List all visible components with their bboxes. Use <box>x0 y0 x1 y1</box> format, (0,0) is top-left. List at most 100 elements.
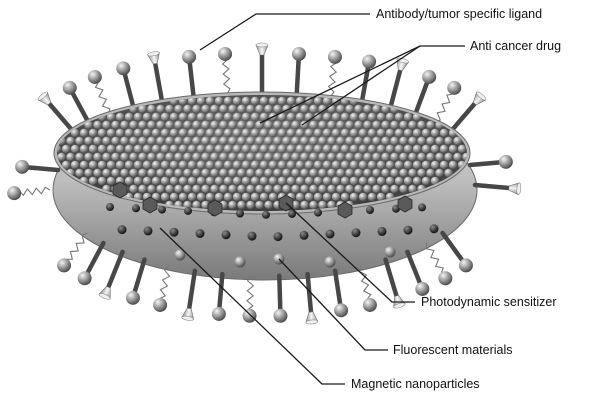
drug-sphere <box>408 137 416 145</box>
drug-sphere <box>237 105 245 113</box>
ligand-ball <box>57 258 71 272</box>
magnetic-nanoparticle <box>300 231 309 240</box>
ligand-stalk <box>362 55 376 101</box>
ligand-label: Antibody/tumor specific ligand <box>376 7 542 21</box>
drug-sphere <box>345 153 353 161</box>
drug-sphere <box>152 113 160 121</box>
drug-sphere <box>359 193 367 201</box>
drug-sphere <box>395 177 403 185</box>
drug-sphere <box>350 145 358 153</box>
drug-sphere <box>192 169 200 177</box>
drug-sphere <box>93 137 101 145</box>
drug-sphere <box>287 113 295 121</box>
magnetic-nanoparticle <box>158 206 166 214</box>
drug-sphere <box>210 137 218 145</box>
drug-sphere <box>129 185 137 193</box>
drug-sphere <box>296 193 304 201</box>
ligand-ball <box>447 81 461 95</box>
drug-sphere <box>255 201 263 209</box>
drug-sphere <box>260 97 268 105</box>
drug-sphere <box>314 177 322 185</box>
magnetic-nanoparticle <box>132 204 140 212</box>
magnetic-nanoparticle <box>378 227 387 236</box>
drug-sphere <box>269 129 277 137</box>
drug-sphere <box>215 177 223 185</box>
photodynamic-sensitizer <box>398 196 412 212</box>
drug-sphere <box>345 105 353 113</box>
drug-sphere <box>282 153 290 161</box>
drug-sphere <box>381 121 389 129</box>
drug-sphere <box>233 113 241 121</box>
drug-sphere <box>300 137 308 145</box>
drug-sphere <box>278 97 286 105</box>
ligand-ball <box>328 50 342 64</box>
drug-sphere <box>170 113 178 121</box>
drug-sphere <box>170 161 178 169</box>
drug-sphere <box>228 121 236 129</box>
drug-sphere <box>201 121 209 129</box>
drug-sphere <box>422 161 430 169</box>
drug-sphere <box>183 105 191 113</box>
drug-sphere <box>435 153 443 161</box>
drug-sphere <box>426 137 434 145</box>
drug-sphere <box>377 145 385 153</box>
drug-sphere <box>260 193 268 201</box>
drug-sphere <box>165 185 173 193</box>
drug-sphere <box>449 145 457 153</box>
drug-sphere <box>300 169 308 177</box>
drug-sphere <box>161 129 169 137</box>
drug-sphere <box>269 97 277 105</box>
drug-sphere <box>300 201 308 209</box>
ligand-ball <box>334 303 348 317</box>
drug-sphere <box>363 121 371 129</box>
drug-sphere <box>120 153 128 161</box>
drug-sphere <box>143 113 151 121</box>
drug-sphere <box>89 177 97 185</box>
drug-sphere <box>422 145 430 153</box>
ligand-stalk <box>212 274 226 321</box>
drug-sphere <box>224 97 232 105</box>
drug-sphere <box>102 153 110 161</box>
drug-sphere <box>197 113 205 121</box>
drug-sphere <box>201 153 209 161</box>
magnetic-nanoparticle <box>262 211 270 219</box>
drug-sphere <box>246 185 254 193</box>
peg-linker <box>243 276 257 323</box>
ligand-stalk <box>450 91 487 133</box>
ligand-ball <box>15 160 29 174</box>
drug-sphere <box>201 185 209 193</box>
drug-sphere <box>246 137 254 145</box>
drug-sphere <box>179 193 187 201</box>
drug-sphere <box>215 145 223 153</box>
drug-sphere <box>314 161 322 169</box>
drug-sphere <box>399 185 407 193</box>
drug-sphere <box>354 137 362 145</box>
drug-sphere <box>179 177 187 185</box>
ligand-stalk <box>292 47 306 94</box>
ligand-stalk <box>15 160 58 174</box>
drug-sphere <box>309 169 317 177</box>
drug-sphere <box>408 121 416 129</box>
drug-sphere <box>129 137 137 145</box>
peg-linker <box>153 266 169 312</box>
drug-sphere <box>165 105 173 113</box>
ligand-ball <box>459 258 473 272</box>
magnetic-nanoparticle <box>326 230 335 239</box>
drug-sphere <box>341 113 349 121</box>
drug-sphere <box>390 153 398 161</box>
peg-linker <box>57 233 87 272</box>
drug-sphere <box>300 153 308 161</box>
peg-linker <box>88 70 110 114</box>
drug-sphere <box>170 193 178 201</box>
drug-sphere <box>435 169 443 177</box>
drug-sphere <box>372 121 380 129</box>
drug-sphere <box>350 113 358 121</box>
drug-sphere <box>246 169 254 177</box>
drug-sphere <box>201 105 209 113</box>
drug-sphere <box>129 169 137 177</box>
drug-sphere <box>323 193 331 201</box>
photodynamic-sensitizer <box>143 197 157 213</box>
photodynamic-sensitizer <box>113 182 127 198</box>
ligand-stalk <box>415 70 436 114</box>
drug-sphere <box>98 129 106 137</box>
